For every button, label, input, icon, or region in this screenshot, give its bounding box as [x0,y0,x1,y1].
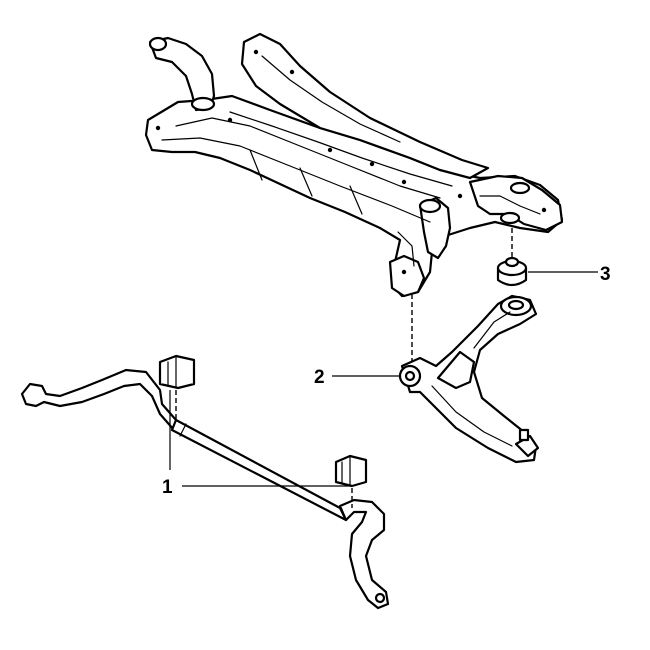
callout-1: 1 [162,390,352,498]
lower-control-arm [398,294,540,464]
callout-label-3: 3 [600,264,611,285]
front-subframe [144,32,564,298]
stabilizer-bushing-right [334,454,368,488]
callout-label-1: 1 [162,477,173,498]
callout-2: 2 [314,367,400,388]
stabilizer-bushing-left [158,354,196,390]
stabilizer-bar [20,368,390,610]
callout-3: 3 [528,264,611,285]
subframe-bushing [496,256,528,287]
callout-label-2: 2 [314,367,325,388]
